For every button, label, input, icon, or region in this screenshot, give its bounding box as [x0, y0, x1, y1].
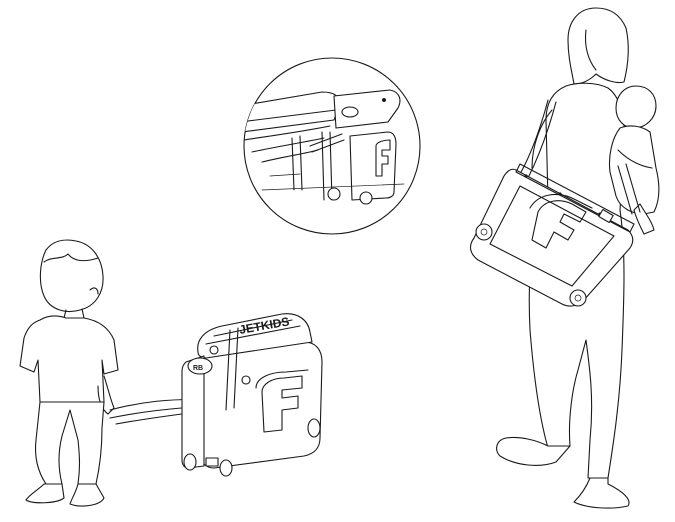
ride-on-suitcase: JETKIDS RB	[182, 314, 322, 476]
detail-magnifier	[240, 58, 420, 234]
child-figure	[20, 240, 118, 506]
case-badge-lettering: RB	[193, 365, 203, 372]
